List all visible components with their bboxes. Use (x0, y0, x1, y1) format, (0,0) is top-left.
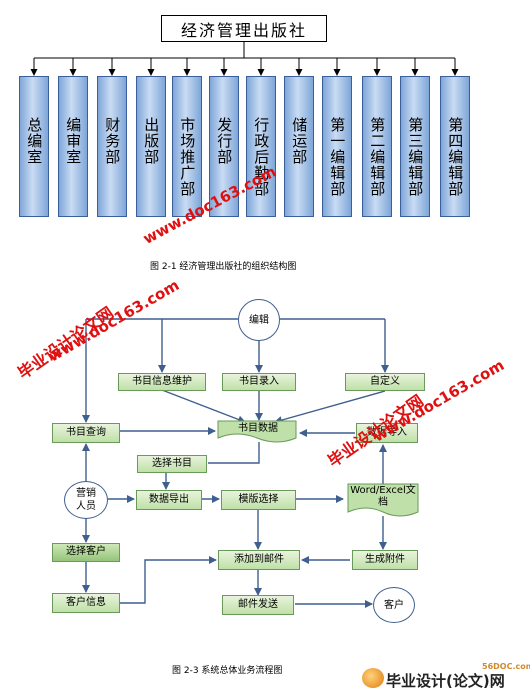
word-excel-doc: Word/Excel文档 (348, 484, 418, 510)
dept-label: 第三编辑部 (406, 117, 425, 197)
book-data-doc: 书目数据 (220, 421, 296, 437)
dept-label: 第二编辑部 (368, 117, 387, 197)
customer-node: 客户 (373, 587, 415, 623)
add-to-mail-label: 添加到邮件 (234, 553, 284, 565)
dept-label: 第一编辑部 (328, 117, 347, 197)
book-entry-box: 书目录入 (222, 373, 296, 391)
dept-label: 编审室 (64, 117, 83, 165)
dept-label: 市场推广部 (178, 117, 197, 197)
select-book-label: 选择书目 (152, 457, 192, 469)
dept-label: 财务部 (103, 117, 122, 165)
dept-label: 总编室 (25, 117, 44, 165)
editor-node: 编辑 (238, 299, 280, 341)
org-root-label: 经济管理出版社 (180, 20, 307, 40)
generate-attachment-label: 生成附件 (365, 553, 405, 565)
marketer-label: 营销人员 (76, 488, 96, 512)
footer-logo-icon (362, 668, 384, 688)
dept-label: 储运部 (290, 117, 309, 165)
select-customer-label: 选择客户 (66, 546, 106, 558)
dept-box: 总编室 (19, 76, 49, 217)
mail-send-box: 邮件发送 (222, 595, 294, 615)
book-entry-label: 书目录入 (239, 375, 279, 387)
org-lines (30, 42, 459, 76)
dept-box: 行政后勤部 (246, 76, 276, 217)
editor-label: 编辑 (249, 314, 269, 326)
mail-send-label: 邮件发送 (238, 598, 278, 610)
dept-box: 发行部 (209, 76, 239, 217)
dept-box: 市场推广部 (172, 76, 202, 217)
data-import-box: 数据导入 (356, 423, 418, 443)
custom-label: 自定义 (370, 375, 400, 387)
dept-label: 行政后勤部 (252, 117, 271, 197)
customer-info-box: 客户信息 (52, 593, 120, 613)
add-to-mail-box: 添加到邮件 (218, 550, 300, 570)
marketer-node: 营销人员 (64, 481, 108, 519)
org-chart-caption: 图 2-1 经济管理出版社的组织结构图 (150, 262, 297, 272)
dept-box: 出版部 (136, 76, 166, 217)
dept-box: 第三编辑部 (400, 76, 430, 217)
data-import-label: 数据导入 (367, 426, 407, 438)
dept-box: 第一编辑部 (322, 76, 352, 217)
word-excel-label: Word/Excel文档 (350, 484, 416, 509)
flow-chart-caption: 图 2-3 系统总体业务流程图 (172, 666, 283, 676)
dept-box: 编审室 (58, 76, 88, 217)
book-query-box: 书目查询 (52, 423, 120, 443)
dept-box: 第二编辑部 (362, 76, 392, 217)
footer-brand-mark: 毕业设计(论文)网 (386, 672, 505, 690)
book-info-label: 书目信息维护 (132, 375, 192, 387)
book-info-maintenance-box: 书目信息维护 (118, 373, 206, 391)
dept-label: 发行部 (215, 117, 234, 165)
footer-site-mark: 56DOC.com (482, 662, 530, 671)
data-export-label: 数据导出 (149, 493, 189, 505)
book-query-label: 书目查询 (66, 426, 106, 438)
dept-box: 储运部 (284, 76, 314, 217)
org-root-box: 经济管理出版社 (161, 15, 327, 42)
dept-box: 第四编辑部 (440, 76, 470, 217)
customer-info-label: 客户信息 (66, 596, 106, 608)
flow-lines (82, 318, 389, 608)
book-data-label: 书目数据 (238, 422, 278, 434)
custom-box: 自定义 (345, 373, 425, 391)
doc-shapes (217, 420, 419, 517)
select-book-box: 选择书目 (137, 455, 207, 473)
dept-box: 财务部 (97, 76, 127, 217)
template-select-box: 模版选择 (221, 490, 296, 510)
dept-label: 第四编辑部 (446, 117, 465, 197)
dept-label: 出版部 (142, 117, 161, 165)
generate-attachment-box: 生成附件 (352, 550, 418, 570)
select-customer-box: 选择客户 (52, 543, 120, 562)
data-export-box: 数据导出 (136, 490, 202, 510)
template-label: 模版选择 (238, 493, 279, 505)
customer-label: 客户 (384, 599, 404, 611)
